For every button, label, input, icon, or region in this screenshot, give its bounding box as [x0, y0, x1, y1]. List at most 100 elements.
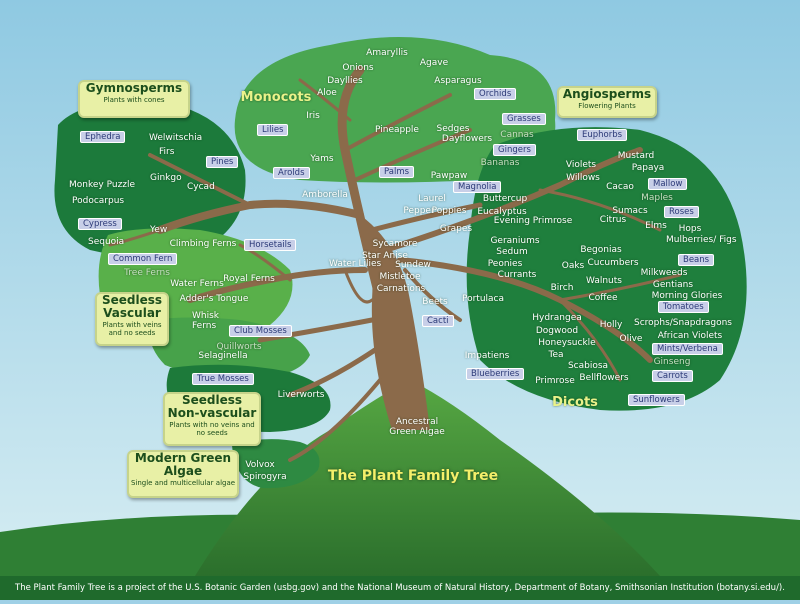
- plant-label: Onions: [342, 63, 374, 73]
- modern-green-algae-box: Modern Green Algae Single and multicellu…: [127, 450, 239, 498]
- plant-label: Scrophs/Snapdragons: [634, 318, 732, 328]
- plant-label: Oaks: [561, 261, 585, 271]
- plant-label: Liverworts: [277, 390, 325, 400]
- tag-blueberries: Blueberries: [466, 368, 525, 380]
- plant-label: Spirogyra: [243, 472, 287, 482]
- tag-club-mosses: Club Mosses: [229, 325, 292, 337]
- plant-label: Dogwood: [535, 326, 579, 336]
- plant-label: Volvox: [245, 460, 275, 470]
- plant-label: Amborella: [302, 190, 348, 200]
- plant-label: Carnations: [376, 284, 426, 294]
- plant-label: Iris: [306, 111, 320, 121]
- plant-label: Cucumbers: [587, 258, 639, 268]
- plant-label: Pawpaw: [430, 171, 468, 181]
- plant-label: Dayflowers: [441, 134, 493, 144]
- plant-label: Elms: [645, 221, 667, 231]
- plant-label: Water Ferns: [170, 279, 224, 289]
- plant-label: Sedges: [436, 124, 470, 134]
- plant-label: Begonias: [580, 245, 622, 255]
- plant-label: Gentians: [652, 280, 694, 290]
- tag-mallow: Mallow: [648, 178, 688, 190]
- plant-label: Selaginella: [198, 351, 248, 361]
- plant-label: Milkweeds: [640, 268, 688, 278]
- plant-label: Pepper: [403, 206, 435, 216]
- gymnosperms-box: Gymnosperms Plants with cones: [78, 80, 190, 118]
- plant-label: Ancestral Green Algae: [389, 417, 445, 437]
- plant-label: Mustard: [617, 151, 655, 161]
- tag-horsetails: Horsetails: [244, 239, 297, 251]
- plant-label: Star Anise: [362, 251, 408, 261]
- tag-true-mosses: True Mosses: [192, 373, 254, 385]
- plant-label: Whisk Ferns: [192, 311, 220, 331]
- angiosperms-box: Angiosperms Flowering Plants: [557, 86, 657, 118]
- plant-label: Royal Ferns: [223, 274, 275, 284]
- plant-label: Honeysuckle: [538, 338, 596, 348]
- tag-euphorbs: Euphorbs: [577, 129, 628, 141]
- plant-label: Scabiosa: [567, 361, 609, 371]
- plant-label: Portulaca: [461, 294, 505, 304]
- plant-label: Ginseng: [653, 357, 691, 367]
- plant-label: Sycamore: [372, 239, 418, 249]
- plant-label: Olive: [619, 334, 643, 344]
- plant-label: Primrose: [535, 376, 575, 386]
- tag-grasses: Grasses: [502, 113, 546, 125]
- tag-arolds: Arolds: [273, 167, 310, 179]
- plant-label: Violets: [565, 160, 597, 170]
- plant-label: Mulberries/ Figs: [666, 235, 737, 245]
- plant-label: Yew: [150, 225, 168, 235]
- plant-label: Maples: [641, 193, 673, 203]
- tag-beans: Beans: [678, 254, 715, 266]
- plant-label: Cannas: [500, 130, 534, 140]
- dicots-label: Dicots: [552, 395, 598, 410]
- plant-label: Firs: [159, 147, 175, 157]
- plant-label: Birch: [550, 283, 574, 293]
- plant-label: Quillworts: [216, 342, 262, 352]
- plant-label: Coffee: [588, 293, 618, 303]
- plant-label: African Violets: [657, 331, 723, 341]
- plant-label: Sequoia: [88, 237, 125, 247]
- gymnosperms-subtitle: Plants with cones: [103, 96, 165, 104]
- plant-label: Podocarpus: [72, 196, 125, 206]
- gymnosperms-title: Gymnosperms: [85, 81, 183, 95]
- seedless-nonvascular-subtitle: Plants with no veins and no seeds: [169, 421, 255, 437]
- plant-label: Yams: [310, 154, 334, 164]
- plant-label: Hops: [678, 224, 702, 234]
- plant-label: Beets: [422, 297, 448, 307]
- plant-label: Tea: [548, 350, 564, 360]
- diagram-title: The Plant Family Tree: [327, 468, 499, 484]
- tag-mints-verbena: Mints/Verbena: [652, 343, 723, 355]
- plant-label: Willows: [566, 173, 600, 183]
- plant-label: Cycad: [187, 182, 215, 192]
- seedless-vascular-box: Seedless Vascular Plants with veins and …: [95, 292, 169, 346]
- plant-label: Amaryllis: [366, 48, 408, 58]
- plant-label: Aloe: [317, 88, 337, 98]
- plant-label: Bellflowers: [579, 373, 629, 383]
- plant-label: Grapes: [439, 224, 473, 234]
- plant-label: Citrus: [599, 215, 627, 225]
- tag-lilies: Lilies: [257, 124, 289, 136]
- tag-roses: Roses: [664, 206, 699, 218]
- tag-cypress: Cypress: [78, 218, 122, 230]
- footer-credit: The Plant Family Tree is a project of th…: [0, 576, 800, 600]
- tag-ephedra: Ephedra: [80, 131, 126, 143]
- tag-gingers: Gingers: [493, 144, 536, 156]
- plant-label: Laurel: [418, 194, 446, 204]
- plant-label: Mistletoe: [379, 272, 421, 282]
- angiosperms-title: Angiosperms: [562, 87, 652, 101]
- plant-label: Dayllies: [327, 76, 363, 86]
- modern-green-algae-subtitle: Single and multicellular algae: [130, 479, 236, 487]
- plant-label: Holly: [599, 320, 623, 330]
- plant-label: Welwitschia: [149, 133, 203, 143]
- plant-label: Adder's Tongue: [179, 294, 249, 304]
- plant-label: Agave: [419, 58, 449, 68]
- seedless-vascular-title: Seedless Vascular: [101, 293, 163, 320]
- tag-orchids: Orchids: [474, 88, 517, 100]
- algae-canopy: [232, 439, 320, 489]
- plant-label: Impatiens: [464, 351, 510, 361]
- plant-label: Pineapple: [375, 125, 419, 135]
- plant-label: Currants: [497, 270, 537, 280]
- plant-label: Evening Primrose: [493, 216, 573, 226]
- monocots-label: Monocots: [240, 90, 312, 105]
- plant-label: Morning Glories: [651, 291, 723, 301]
